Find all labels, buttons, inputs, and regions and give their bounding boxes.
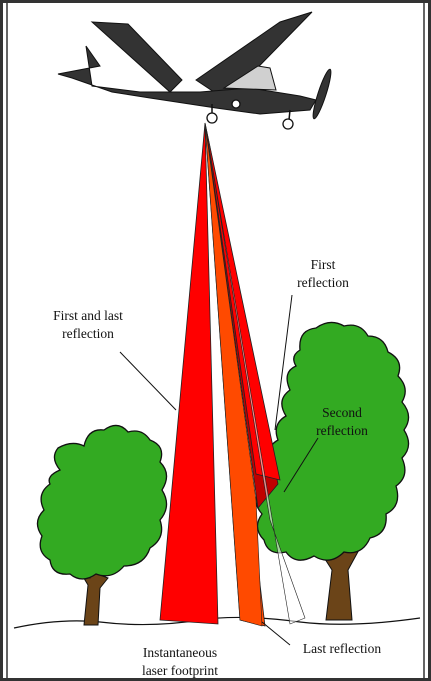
left-tree bbox=[37, 425, 166, 625]
right-tree bbox=[256, 322, 409, 620]
airplane-wheel-middle bbox=[232, 100, 240, 108]
label-second-line1: Second bbox=[298, 404, 386, 422]
airplane-left-wing bbox=[92, 22, 182, 92]
label-first: First reflection bbox=[278, 256, 368, 292]
label-first-and-last-line1: First and last bbox=[26, 307, 150, 325]
leader-first-and-last bbox=[120, 352, 176, 410]
beam-first-and-last bbox=[160, 123, 218, 624]
label-last-text: Last reflection bbox=[286, 640, 398, 658]
label-footprint-line2: laser footprint bbox=[128, 662, 232, 680]
label-first-and-last-line2: reflection bbox=[26, 325, 150, 343]
airplane-wheel-left bbox=[207, 113, 217, 123]
airplane-wheel-right bbox=[283, 119, 293, 129]
airplane bbox=[58, 12, 334, 129]
airplane-fuselage bbox=[58, 46, 316, 114]
label-footprint: Instantaneous laser footprint bbox=[128, 644, 232, 680]
label-second-line2: reflection bbox=[298, 422, 386, 440]
airplane-propeller bbox=[310, 68, 334, 120]
right-tree-foliage bbox=[256, 322, 409, 560]
label-first-line2: reflection bbox=[278, 274, 368, 292]
left-tree-foliage bbox=[37, 425, 166, 579]
label-footprint-line1: Instantaneous bbox=[128, 644, 232, 662]
label-first-and-last: First and last reflection bbox=[26, 307, 150, 343]
label-second: Second reflection bbox=[298, 404, 386, 440]
label-last: Last reflection bbox=[286, 640, 398, 658]
label-first-line1: First bbox=[278, 256, 368, 274]
